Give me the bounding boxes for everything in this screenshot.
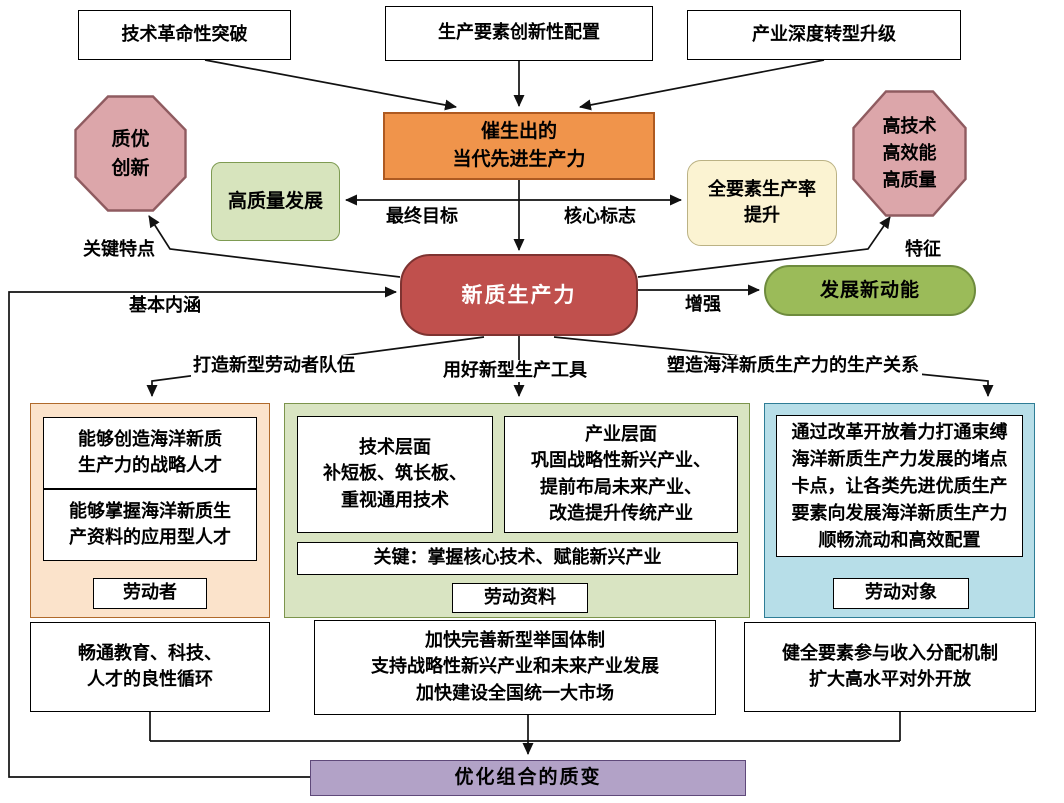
core-box-label: 新质生产力 — [461, 281, 577, 307]
emerge-box-label: 催生出的 当代先进生产力 — [452, 120, 586, 170]
workers-tag: 劳动者 — [93, 578, 207, 609]
objects-tag-label: 劳动对象 — [865, 582, 937, 604]
materials-tech-box: 技术层面 补短板、筑长板、 重视通用技术 — [297, 416, 493, 533]
quality-development-label: 高质量发展 — [227, 189, 323, 212]
label-branch-relations: 塑造海洋新质生产力的生产关系 — [664, 355, 922, 377]
octagon-quality-innovation: 质优 创新 — [74, 95, 187, 212]
bottom-box-education-cycle-label: 畅通教育、科技、 人才的良性循环 — [78, 642, 222, 690]
materials-tag-label: 劳动资料 — [484, 586, 556, 608]
workers-item-strategic-talents: 能够创造海洋新质 生产力的战略人才 — [43, 417, 257, 489]
materials-industry-box: 产业层面 巩固战略性新兴产业、 提前布局未来产业、 改造提升传统产业 — [504, 416, 738, 533]
label-branch-tools: 用好新型生产工具 — [440, 360, 590, 382]
octagon-high-tech: 高技术 高效能 高质量 — [852, 90, 967, 217]
emerge-box: 催生出的 当代先进生产力 — [383, 112, 655, 180]
top-box-factor-allocation: 生产要素创新性配置 — [385, 6, 653, 61]
tfp-label: 全要素生产率 提升 — [708, 178, 816, 226]
label-key-trait: 关键特点 — [83, 239, 155, 260]
label-core-mark: 核心标志 — [564, 206, 636, 227]
bottom-box-national-system: 加快完善新型举国体制 支持战略性新兴产业和未来产业发展 加快建设全国统一大市场 — [314, 620, 716, 715]
label-enhance: 增强 — [685, 294, 721, 315]
result-box-label: 优化组合的质变 — [454, 766, 602, 789]
objects-tag: 劳动对象 — [833, 578, 969, 609]
bottom-box-distribution-opening-label: 健全要素参与收入分配机制 扩大高水平对外开放 — [782, 642, 998, 690]
materials-key-box: 关键：掌握核心技术、赋能新兴产业 — [297, 542, 738, 575]
materials-industry-label: 产业层面 巩固战略性新兴产业、 提前布局未来产业、 改造提升传统产业 — [531, 424, 711, 524]
workers-item-strategic-talents-label: 能够创造海洋新质 生产力的战略人才 — [78, 428, 222, 476]
result-box: 优化组合的质变 — [310, 760, 746, 796]
momentum-box: 发展新动能 — [764, 265, 976, 316]
tfp-box: 全要素生产率 提升 — [687, 160, 837, 246]
materials-tech-label: 技术层面 补短板、筑长板、 重视通用技术 — [323, 437, 467, 511]
label-branch-workers: 打造新型劳动者队伍 — [191, 355, 357, 377]
bottom-box-national-system-label: 加快完善新型举国体制 支持战略性新兴产业和未来产业发展 加快建设全国统一大市场 — [371, 630, 659, 704]
workers-tag-label: 劳动者 — [123, 582, 177, 604]
workers-item-applied-talents: 能够掌握海洋新质生 产资料的应用型人才 — [43, 489, 257, 561]
octagon-quality-innovation-label: 质优 创新 — [111, 128, 150, 179]
quality-development-box: 高质量发展 — [211, 162, 340, 241]
top-box-industry-upgrade: 产业深度转型升级 — [687, 10, 961, 60]
core-box-new-productive-forces: 新质生产力 — [400, 254, 638, 336]
materials-tag: 劳动资料 — [452, 583, 588, 613]
label-final-goal: 最终目标 — [386, 206, 458, 227]
top-box-tech-breakthrough: 技术革命性突破 — [78, 10, 291, 60]
objects-text-label: 通过改革开放着力打通束缚 海洋新质生产力发展的堵点 卡点，让各类先进优质生产 要… — [791, 421, 1008, 551]
workers-item-applied-talents-label: 能够掌握海洋新质生 产资料的应用型人才 — [69, 500, 231, 548]
bottom-box-distribution-opening: 健全要素参与收入分配机制 扩大高水平对外开放 — [744, 622, 1036, 712]
octagon-shape — [74, 95, 187, 212]
top-box-industry-upgrade-label: 产业深度转型升级 — [752, 23, 896, 45]
label-basic-meaning: 基本内涵 — [129, 295, 201, 316]
octagon-high-tech-label: 高技术 高效能 高质量 — [882, 116, 937, 191]
top-box-factor-allocation-label: 生产要素创新性配置 — [438, 22, 600, 44]
bottom-box-education-cycle: 畅通教育、科技、 人才的良性循环 — [30, 622, 270, 712]
octagon-shape — [852, 90, 967, 217]
objects-text-box: 通过改革开放着力打通束缚 海洋新质生产力发展的堵点 卡点，让各类先进优质生产 要… — [776, 415, 1023, 557]
materials-key-label: 关键：掌握核心技术、赋能新兴产业 — [373, 547, 662, 569]
top-box-tech-breakthrough-label: 技术革命性突破 — [121, 23, 248, 45]
label-trait: 特征 — [905, 239, 941, 260]
momentum-label: 发展新动能 — [819, 278, 920, 301]
